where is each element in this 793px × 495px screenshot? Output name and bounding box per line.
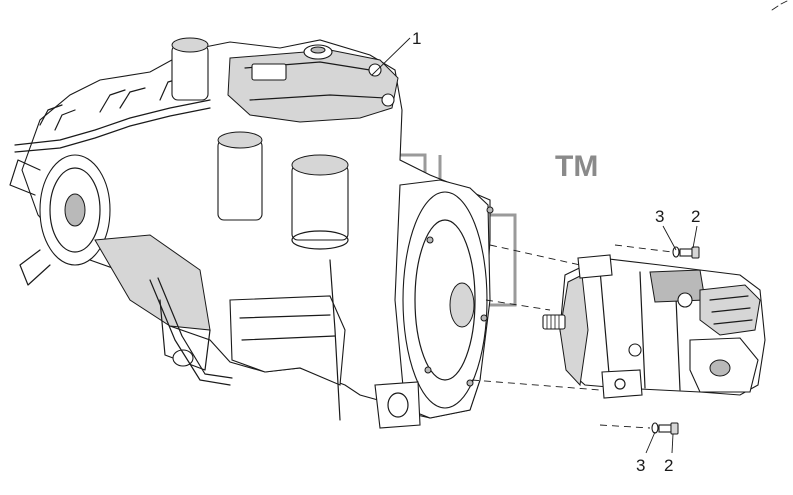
- bolt-top: [679, 248, 693, 257]
- fastener-bottom: [651, 422, 679, 435]
- leader-lines: [371, 37, 698, 454]
- hydraulic-pump: [542, 254, 766, 399]
- callout-bolt-top: 2: [691, 207, 700, 226]
- callout-washer-bottom: 3: [636, 456, 645, 475]
- fastener-top: [672, 246, 700, 259]
- assembly-lines: [471, 244, 673, 429]
- callout-bolt-bottom: 2: [664, 456, 673, 475]
- engine-assembly: [9, 37, 494, 429]
- callout-engine: 1: [412, 29, 421, 48]
- trademark-mark: TM: [555, 150, 598, 183]
- bolt-bottom: [658, 424, 672, 433]
- callout-washer-top: 3: [655, 207, 664, 226]
- washer-top: [672, 246, 680, 258]
- washer-bottom: [651, 422, 659, 434]
- corner-mark: [771, 0, 788, 11]
